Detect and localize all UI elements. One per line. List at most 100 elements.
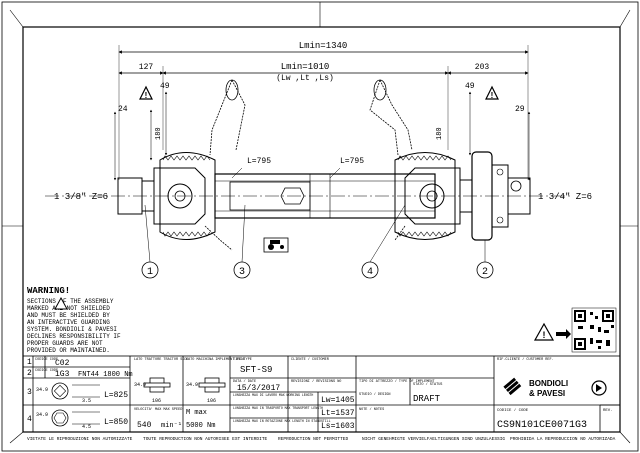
row-4-dim1: 34.9 <box>36 412 48 418</box>
row-2-code: 1G3 <box>55 370 70 379</box>
ls-label: LUNGHEZZA MAX IN ROTAZIONE MAX LENGTH IN… <box>233 419 331 423</box>
row-2-num: 2 <box>27 369 32 378</box>
brand-name-2: & PAVESI <box>529 389 565 398</box>
warning-inline-icon <box>54 296 68 310</box>
warning-line-7: PROPER GUARDS ARE NOT <box>27 340 103 347</box>
callout-2: 2 <box>482 267 488 278</box>
title-block <box>22 355 621 433</box>
customer-ref-label: RIF.CLIENTE / CUSTOMER REF. <box>497 357 554 362</box>
torque-value: 5000 Nm <box>186 422 215 430</box>
callout-3: 3 <box>239 267 245 278</box>
row-1-code: C02 <box>55 359 70 368</box>
footer-es: PROHIBIDA LA REPRODUCCION NO AUTORIZADA <box>510 436 616 442</box>
qr-code <box>571 307 617 353</box>
code-value: CS9N101CE0071G3 <box>497 420 587 431</box>
footer-de: NICHT GENEHMIGTE VERVIELFAELTIGUNGEN SIN… <box>362 436 505 442</box>
callouts: 1 2 3 4 <box>141 261 494 279</box>
speed-unit: min⁻¹ <box>161 422 182 430</box>
info-block: TIPO-TYPE SFT-S9 CLIENTE / CUSTOMER DATA… <box>233 357 613 431</box>
warning-triangle-right-icon: ! <box>485 85 499 100</box>
row-2-spec: FNT44 1800 Nm <box>78 371 133 379</box>
dim-left-dia: 180 <box>155 127 163 140</box>
warning-line-8: PROVIDED OR MAINTAINED. <box>27 347 110 354</box>
row-1-num: 1 <box>27 358 32 367</box>
speed-value: 540 <box>137 421 152 430</box>
brand-name-1: BONDIOLI <box>529 379 568 388</box>
guard-right-label: L=795 <box>340 157 364 166</box>
callout-4: 4 <box>367 267 373 278</box>
warning-line-1: SECTIONS OF THE ASSEMBLY <box>27 298 114 305</box>
warning-line-4: AN INTERACTIVE GUARDING <box>27 319 110 326</box>
warning-line-3: AND MUST BE SHIELDED BY <box>27 312 110 319</box>
callout-1: 1 <box>147 267 153 278</box>
brand-logo: BONDIOLI & PAVESI <box>503 377 607 398</box>
design-label: STUDIO / DESIGN <box>359 392 391 397</box>
warning-title: WARNING! <box>27 286 70 296</box>
implement-side-label: LATO MACCHINA IMPLEMENT SIDE <box>186 358 245 362</box>
shaft-left-label: 1 3/8" Z=6 <box>54 192 108 202</box>
dim-inner-label: Lmin=1010 <box>281 62 330 72</box>
status-label: STATO / STATUS <box>413 382 442 387</box>
tipo-value: SFT-S9 <box>240 365 272 375</box>
row-4-length: L=850 <box>104 418 128 427</box>
row-4-num: 4 <box>27 415 32 424</box>
ls-value: Ls=1603 <box>321 422 355 431</box>
row-3-num: 3 <box>27 388 32 397</box>
driveshaft-assembly <box>117 79 531 263</box>
svg-text:!: ! <box>491 91 494 100</box>
warning-arrow-icon: ! <box>533 322 571 341</box>
cliente-label: CLIENTE / CUSTOMER <box>291 357 330 362</box>
speed-label: VELOCITA' MAX MAX SPEED <box>134 407 182 412</box>
warning-line-6: DECLINES RESPONSIBILITY IF <box>27 333 121 340</box>
footer-en: REPRODUCTION NOT PERMITTED <box>278 436 349 442</box>
date-label: DATA / DATE <box>233 379 256 384</box>
dim-left-offset: 127 <box>139 63 154 72</box>
dimension-inner: Lmin=1010 (Lw ,Lt ,Ls) 127 203 <box>118 62 529 150</box>
svg-text:!: ! <box>145 91 148 100</box>
torque-label: M max <box>186 409 207 417</box>
dim-right-offset: 203 <box>475 63 490 72</box>
warning-line-5: SYSTEM. BONDIOLI & PAVESI <box>27 326 117 333</box>
corner-marks <box>2 2 638 444</box>
row-1-code-label: CODICE CODE <box>35 358 58 362</box>
dimension-small <box>113 91 531 181</box>
dim-total-label: Lmin=1340 <box>299 41 348 51</box>
row-3-dim2: 3.5 <box>82 398 91 404</box>
shaft-right-label: 1 3/4" Z=6 <box>538 192 592 202</box>
dim-inner-sub: (Lw ,Lt ,Ls) <box>276 74 334 83</box>
revisions-label: REVISIONI / REVISIONS NO <box>291 379 341 384</box>
dim-right-dia: 180 <box>436 127 444 140</box>
row-3-length: L=825 <box>104 391 128 400</box>
svg-text:!: ! <box>543 330 546 340</box>
footer: VIETATE LE RIPRODUZIONI NON AUTORIZZATE … <box>27 436 616 442</box>
footer-it: VIETATE LE RIPRODUZIONI NON AUTORIZZATE <box>27 436 133 442</box>
implement-dim-2: 106 <box>207 398 216 404</box>
lt-value: Lt=1537 <box>321 409 355 418</box>
rev-label: REV. <box>603 409 613 413</box>
tractor-icon <box>263 237 289 253</box>
dim-left-49: 49 <box>160 82 170 91</box>
status-value: DRAFT <box>413 394 441 404</box>
lt-label: LUNGHEZZA MAX IN TRASPORTO MAX TRANSPORT… <box>233 406 323 410</box>
implement-type-label: TIPO DI ATTREZZO / TYPE OF IMPLEMENT <box>359 379 435 384</box>
lw-label: LUNGHEZZA MAX DI LAVORO MAX WORKING LENG… <box>233 393 313 397</box>
code-label: CODICE / CODE <box>497 408 529 413</box>
dim-right-49: 49 <box>465 82 475 91</box>
tractor-side-label: LATO TRATTORE TRACTOR SIDE <box>134 358 189 362</box>
footer-fr: TOUTE REPRODUCTION NON AUTORISEE EST INT… <box>143 436 268 442</box>
dim-left-24: 24 <box>118 105 128 114</box>
notes-label: NOTE / NOTES <box>359 407 384 412</box>
tractor-dim-2: 106 <box>152 398 161 404</box>
tractor-dim-1: 34.9 <box>134 382 146 388</box>
components-table: 1 CODICE CODE C02 2 CODICE CODE 1G3 FNT4… <box>27 358 133 430</box>
warning-block: WARNING! SECTIONS OF THE ASSEMBLY MARKED… <box>27 286 121 354</box>
row-4-dim2: 4.5 <box>82 424 91 430</box>
row-3-dim1: 34.9 <box>36 387 48 393</box>
warning-triangle-left-icon: ! <box>139 85 153 100</box>
warning-line-2: MARKED ARE NOT SHIELDED <box>27 305 110 312</box>
dim-right-29: 29 <box>515 105 525 114</box>
tipo-label: TIPO-TYPE <box>233 358 252 362</box>
lw-value: Lw=1405 <box>321 396 355 405</box>
implement-dim-1: 34.9 <box>186 382 198 388</box>
